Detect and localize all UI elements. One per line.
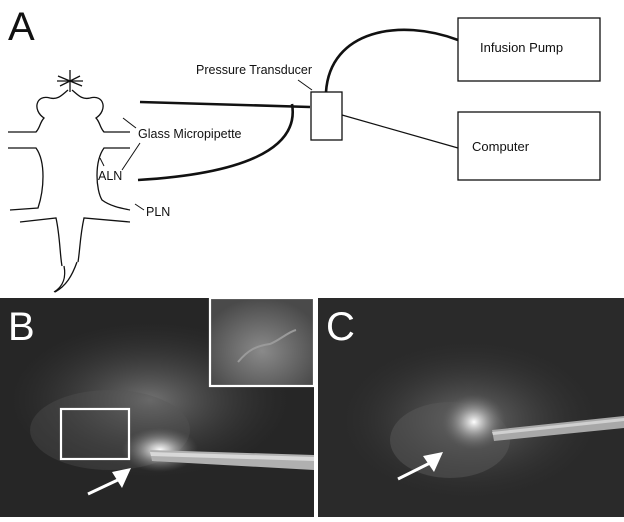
tubing — [137, 28, 459, 182]
panel-c-letter: C — [326, 305, 355, 349]
panel-b-letter: B — [8, 305, 35, 349]
injection-site — [122, 428, 198, 472]
glass-micropipette-label: Glass Micropipette — [138, 127, 242, 141]
whiskers — [57, 70, 83, 92]
pressure-transducer-box — [310, 91, 343, 141]
panel-b: B — [0, 296, 316, 517]
computer-box — [457, 111, 601, 181]
micropipette-highlight — [492, 418, 624, 435]
infusion-pump-label: Infusion Pump — [480, 40, 563, 55]
arrow-icon — [87, 468, 131, 496]
pln-label: PLN — [146, 205, 170, 219]
arrow-icon — [397, 452, 443, 481]
infusion-pump-box — [457, 17, 601, 82]
inset-vessel — [237, 329, 297, 363]
pressure-transducer-label: Pressure Transducer — [196, 63, 312, 77]
panel-a: A — [8, 5, 601, 293]
inset-image — [208, 296, 316, 388]
micropipette-highlight — [150, 452, 314, 461]
computer-label: Computer — [472, 139, 530, 154]
leader-lines — [99, 79, 313, 211]
aln-label: ALN — [98, 169, 122, 183]
injection-site — [442, 394, 506, 450]
panel-c: C — [318, 298, 624, 517]
mouse-outline — [8, 70, 131, 293]
panel-a-letter: A — [8, 5, 35, 49]
zoom-box — [59, 407, 131, 461]
